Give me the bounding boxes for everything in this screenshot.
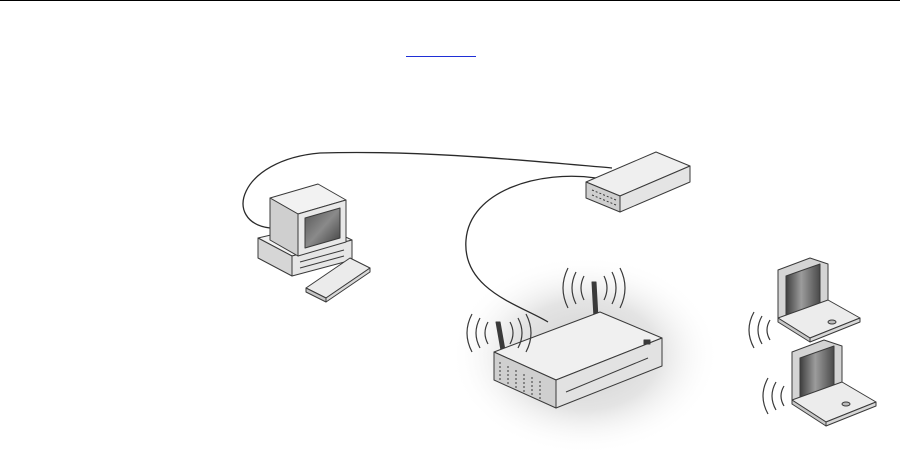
laptop2-wireless-waves [763,378,784,414]
laptop-icon [792,340,876,426]
broadband-modem-icon [586,152,690,212]
laptop1-wireless-waves [749,312,770,348]
laptop-icon [778,258,860,342]
desktop-computer-icon [258,184,370,302]
